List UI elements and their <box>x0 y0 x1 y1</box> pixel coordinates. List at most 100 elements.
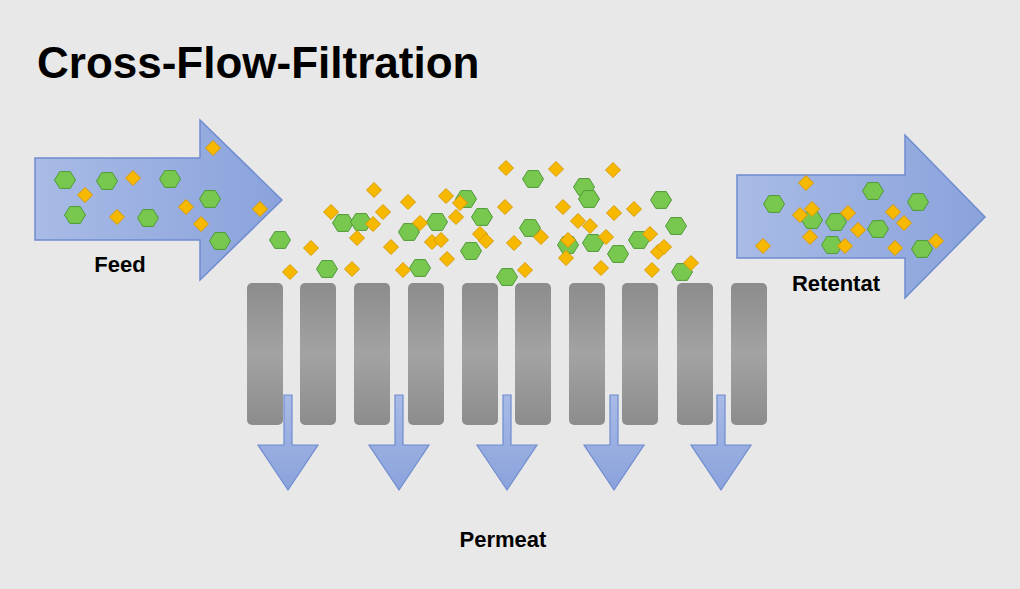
small-particle <box>453 196 468 211</box>
small-particle <box>401 195 416 210</box>
small-particle <box>534 230 549 245</box>
small-particle <box>206 141 221 156</box>
small-particle <box>627 202 642 217</box>
stream-label: Feed <box>94 252 145 277</box>
large-particle <box>210 233 231 250</box>
small-particle <box>179 200 194 215</box>
large-particle <box>427 214 448 231</box>
large-particle <box>666 218 687 235</box>
small-particle <box>684 256 699 271</box>
large-particle <box>868 221 889 238</box>
permeate-arrows <box>258 395 751 490</box>
small-particle <box>657 240 672 255</box>
small-particle <box>803 230 818 245</box>
small-particle <box>838 239 853 254</box>
small-particle <box>799 176 814 191</box>
small-particle <box>888 241 903 256</box>
large-particle <box>651 192 672 209</box>
particles <box>55 141 944 286</box>
large-particle <box>317 261 338 278</box>
membrane-bar <box>515 283 551 425</box>
small-particle <box>841 206 856 221</box>
permeate-arrow <box>584 395 644 490</box>
small-particle <box>304 241 319 256</box>
small-particle <box>376 205 391 220</box>
membrane-bar <box>731 283 767 425</box>
large-particle <box>579 191 600 208</box>
feed-arrow <box>35 120 282 280</box>
diagram-title: Cross-Flow-Filtration <box>37 38 479 89</box>
small-particle <box>345 262 360 277</box>
small-particle <box>594 261 609 276</box>
small-particle <box>583 219 598 234</box>
large-particle <box>160 171 181 188</box>
small-particle <box>366 217 381 232</box>
retentate-arrow <box>737 135 985 298</box>
small-particle <box>897 216 912 231</box>
small-particle <box>929 234 944 249</box>
small-particle <box>479 234 494 249</box>
large-particle <box>270 232 291 249</box>
large-particle <box>764 196 785 213</box>
large-particle <box>55 172 76 189</box>
small-particle <box>396 263 411 278</box>
permeate-arrow <box>258 395 318 490</box>
small-particle <box>434 233 449 248</box>
permeate-arrow <box>691 395 751 490</box>
large-particle <box>461 243 482 260</box>
small-particle <box>606 163 621 178</box>
large-particle <box>65 207 86 224</box>
small-particle <box>350 231 365 246</box>
membrane-bar <box>408 283 444 425</box>
small-particle <box>253 202 268 217</box>
small-particle <box>561 233 576 248</box>
small-particle <box>643 227 658 242</box>
small-particle <box>283 265 298 280</box>
small-particle <box>886 205 901 220</box>
small-particle <box>607 206 622 221</box>
small-particle <box>851 223 866 238</box>
small-particle <box>413 216 428 231</box>
small-particle <box>439 189 454 204</box>
small-particle <box>499 161 514 176</box>
large-particle <box>608 246 629 263</box>
small-particle <box>440 252 455 267</box>
large-particle <box>908 194 929 211</box>
large-particle <box>333 215 354 232</box>
small-particle <box>599 230 614 245</box>
small-particle <box>645 263 660 278</box>
membrane-bar <box>462 283 498 425</box>
membrane-bar <box>300 283 336 425</box>
small-particle <box>126 171 141 186</box>
membrane-bar <box>677 283 713 425</box>
large-particle <box>200 191 221 208</box>
small-particle <box>324 205 339 220</box>
membrane-bar <box>354 283 390 425</box>
large-particle <box>410 260 431 277</box>
small-particle <box>384 240 399 255</box>
small-particle <box>549 162 564 177</box>
large-particle <box>863 183 884 200</box>
membrane-bar <box>622 283 658 425</box>
small-particle <box>507 236 522 251</box>
large-particle <box>497 269 518 286</box>
small-particle <box>556 200 571 215</box>
large-particle <box>138 210 159 227</box>
small-particle <box>194 217 209 232</box>
permeate-arrow <box>369 395 429 490</box>
stream-label: Permeat <box>460 527 547 552</box>
membrane-bar <box>247 283 283 425</box>
large-particle <box>472 209 493 226</box>
stream-label: Retentat <box>792 271 880 296</box>
small-particle <box>518 263 533 278</box>
small-particle <box>367 183 382 198</box>
small-particle <box>793 208 808 223</box>
small-particle <box>498 200 513 215</box>
small-particle <box>78 188 93 203</box>
large-particle <box>97 173 118 190</box>
small-particle <box>110 210 125 225</box>
large-particle <box>523 171 544 188</box>
large-particle <box>912 241 933 258</box>
small-particle <box>756 239 771 254</box>
small-particle <box>449 210 464 225</box>
